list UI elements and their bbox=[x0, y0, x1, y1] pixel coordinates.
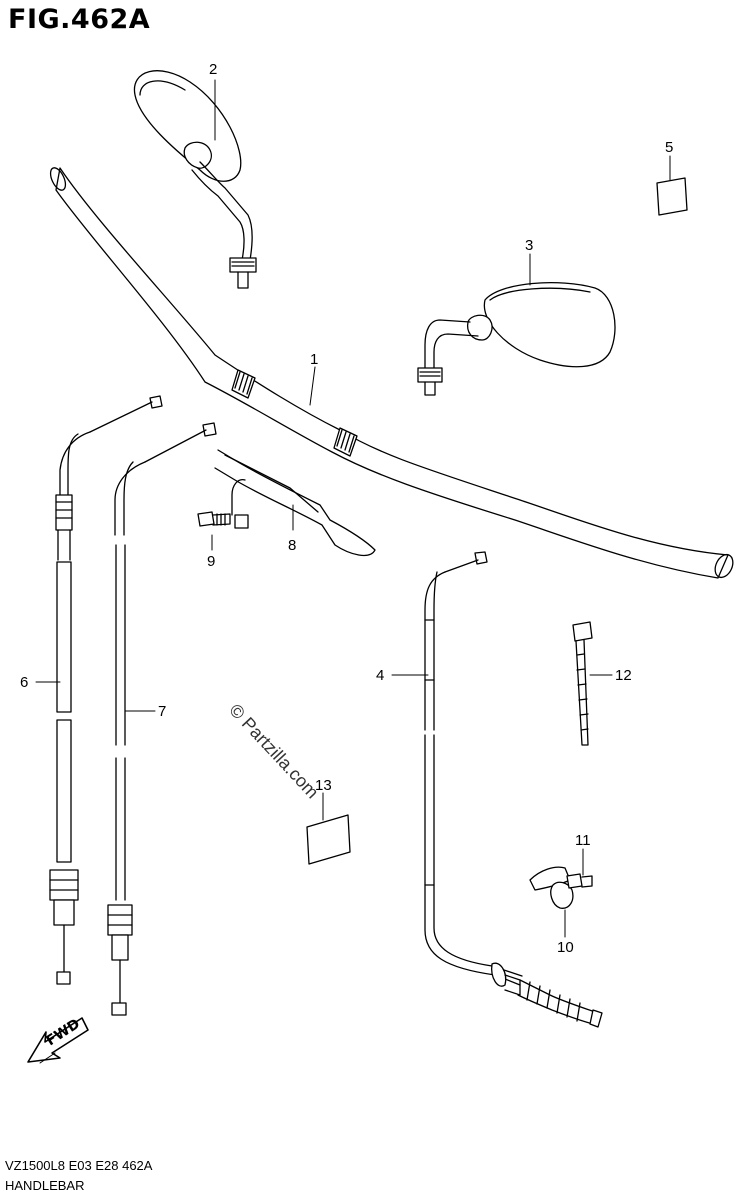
clamp-part[interactable] bbox=[529, 866, 574, 909]
fwd-label: FWD bbox=[43, 1016, 82, 1049]
throttle-cable-2-part[interactable] bbox=[107, 422, 217, 1016]
section-name: HANDLEBAR bbox=[5, 1178, 85, 1193]
callout-4[interactable]: 4 bbox=[376, 667, 385, 684]
handlebar-part[interactable] bbox=[47, 166, 736, 581]
callout-12[interactable]: 12 bbox=[615, 667, 632, 684]
cable-tie-part[interactable] bbox=[572, 621, 593, 746]
callout-9[interactable]: 9 bbox=[207, 553, 216, 570]
callout-2[interactable]: 2 bbox=[209, 61, 218, 78]
callout-5[interactable]: 5 bbox=[665, 139, 674, 156]
callout-13[interactable]: 13 bbox=[315, 777, 332, 794]
label-sticker-part[interactable] bbox=[656, 177, 688, 216]
left-mirror-part[interactable] bbox=[133, 70, 257, 289]
caution-label-part[interactable] bbox=[306, 814, 351, 865]
callout-1[interactable]: 1 bbox=[310, 351, 319, 368]
leader-lines bbox=[35, 79, 671, 938]
figure-title: FIG.462A bbox=[8, 4, 151, 35]
bolt-part[interactable] bbox=[566, 873, 593, 889]
throttle-cable-1-part[interactable] bbox=[49, 395, 163, 985]
callout-7[interactable]: 7 bbox=[158, 703, 167, 720]
clutch-cable-part[interactable] bbox=[424, 551, 603, 1028]
right-mirror-part[interactable] bbox=[417, 281, 616, 396]
callout-3[interactable]: 3 bbox=[525, 237, 534, 254]
screw-part[interactable] bbox=[197, 511, 231, 527]
callout-11[interactable]: 11 bbox=[575, 832, 591, 849]
callout-10[interactable]: 10 bbox=[557, 939, 574, 956]
forward-direction-arrow bbox=[27, 1017, 89, 1064]
callout-8[interactable]: 8 bbox=[288, 537, 297, 554]
figure-code: VZ1500L8 E03 E28 462A bbox=[5, 1158, 153, 1173]
callout-6[interactable]: 6 bbox=[20, 674, 29, 691]
cable-guide-part[interactable] bbox=[214, 449, 376, 557]
